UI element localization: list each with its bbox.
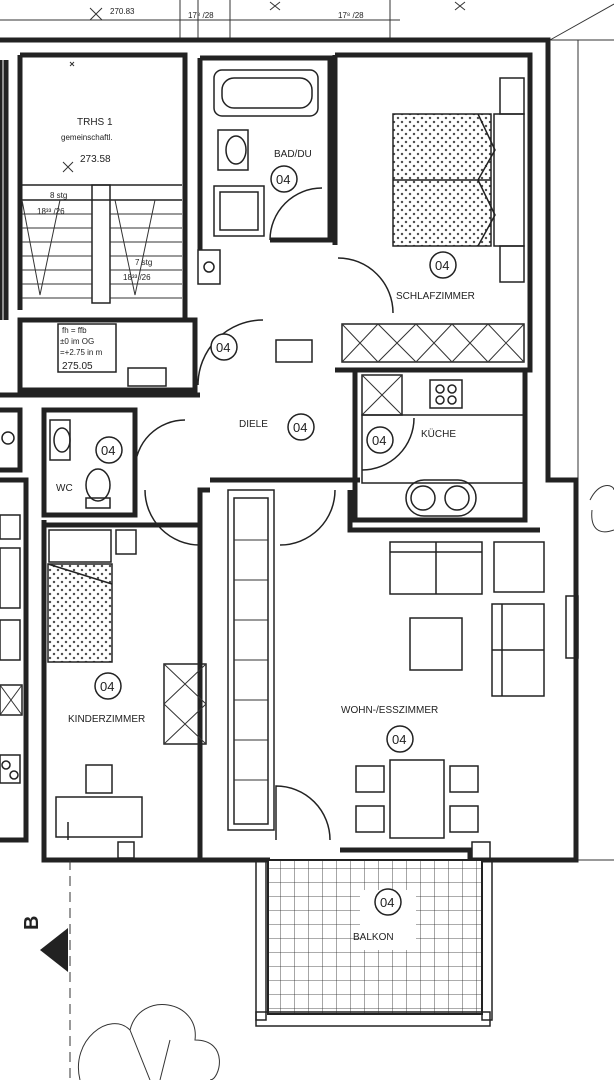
wc: 04 WC: [41, 407, 138, 518]
stair-upper-dim: 18³³ /26: [37, 207, 65, 216]
living-room: WOHN-/ESSZIMMER 04: [227, 489, 579, 861]
room-name-wc: WC: [56, 483, 73, 494]
neighbor-outline: [549, 3, 614, 861]
kids-room: 04 KINDERZIMMER: [44, 522, 207, 859]
top-dimension-strip: 270.83 17⁸ /28 17⁸ /28: [0, 0, 466, 38]
fb-level: 275.05: [62, 361, 93, 372]
room-name-diele: DIELE: [239, 419, 268, 430]
fb-line3: =+2.75 in m: [60, 348, 103, 357]
room-num-kueche: 04: [372, 433, 386, 448]
bedroom: 04 SCHLAFZIMMER: [332, 52, 533, 373]
room-name-bad: BAD/DU: [274, 149, 312, 160]
top-dim-right: 17⁸ /28: [338, 11, 364, 20]
room-num-wohnen: 04: [392, 732, 406, 747]
room-name-balkon: BALKON: [353, 932, 394, 943]
stairwell: TRHS 1 gemeinschaftl. 273.58 8 stg 18³³ …: [0, 52, 198, 393]
balcony: 04 BALKON: [255, 859, 493, 1027]
kitchen: 04 KÜCHE: [352, 370, 528, 523]
fb-line2: ±0 im OG: [60, 337, 94, 346]
stair-title: TRHS 1: [77, 117, 113, 128]
room-num-bad: 04: [276, 172, 290, 187]
stair-upper-count: 8 stg: [50, 191, 67, 200]
room-num-balkon: 04: [380, 895, 394, 910]
stair-level: 273.58: [80, 154, 111, 165]
top-dim-mid: 17⁸ /28: [188, 11, 214, 20]
room-num-schlaf: 04: [435, 258, 449, 273]
left-neighbor-fragment: [0, 407, 29, 843]
room-num-diele: 04: [293, 420, 307, 435]
room-name-kinder: KINDERZIMMER: [68, 714, 145, 725]
section-marker-b: B: [21, 860, 71, 1080]
room-name-schlaf: SCHLAFZIMMER: [396, 291, 475, 302]
room-num-wc: 04: [101, 443, 115, 458]
exterior-walls: [0, 37, 579, 863]
fb-line1: fh = ffb: [62, 326, 87, 335]
room-name-wohnen: WOHN-/ESSZIMMER: [341, 705, 438, 716]
top-dim-left: 270.83: [110, 7, 135, 16]
hallway: 04 DIELE 04: [0, 58, 360, 546]
room-name-kueche: KÜCHE: [421, 428, 456, 440]
section-marker-label: B: [21, 916, 43, 930]
stair-lower-count: 7 stg: [135, 258, 152, 267]
stair-lower-dim: 18³³ /26: [123, 273, 151, 282]
room-num-flur: 04: [216, 340, 230, 355]
room-num-kinder: 04: [100, 679, 114, 694]
stair-subtitle: gemeinschaftl.: [61, 133, 113, 142]
bathroom: BAD/DU 04: [197, 55, 333, 245]
